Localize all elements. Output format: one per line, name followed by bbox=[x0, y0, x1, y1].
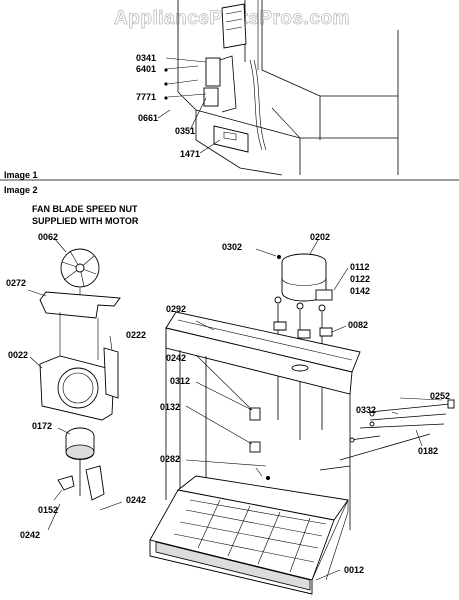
label-0272: 0272 bbox=[6, 278, 26, 288]
label-0082: 0082 bbox=[348, 320, 368, 330]
label-0012: 0012 bbox=[344, 565, 364, 575]
note-line1: FAN BLADE SPEED NUT bbox=[32, 204, 138, 214]
wire-harness-part bbox=[319, 399, 455, 471]
label-6401: 6401 bbox=[136, 64, 156, 74]
section-label-image1: Image 1 bbox=[4, 170, 38, 180]
fan-blade-part bbox=[60, 248, 100, 288]
drain-pan-part bbox=[165, 311, 361, 530]
label-0202: 0202 bbox=[310, 232, 330, 242]
label-7771: 7771 bbox=[136, 92, 156, 102]
label-0292: 0292 bbox=[166, 304, 186, 314]
fan-motor-part bbox=[65, 427, 95, 496]
label-0341: 0341 bbox=[136, 53, 156, 63]
image2-drawing bbox=[27, 237, 455, 595]
label-0242-middle: 0242 bbox=[126, 495, 146, 505]
base-pan-part bbox=[149, 475, 349, 595]
label-0182: 0182 bbox=[418, 446, 438, 456]
label-0022: 0022 bbox=[8, 350, 28, 360]
label-0222: 0222 bbox=[126, 330, 146, 340]
label-0242-upper: 0242 bbox=[166, 353, 186, 363]
label-0351: 0351 bbox=[175, 126, 195, 136]
label-0142: 0142 bbox=[350, 286, 370, 296]
label-0252: 0252 bbox=[430, 391, 450, 401]
label-0132: 0132 bbox=[160, 402, 180, 412]
label-0332: 0332 bbox=[356, 405, 376, 415]
label-0122: 0122 bbox=[350, 274, 370, 284]
label-0112: 0112 bbox=[350, 262, 370, 272]
note-line2: SUPPLIED WITH MOTOR bbox=[32, 216, 139, 226]
label-0062: 0062 bbox=[38, 232, 58, 242]
image1-drawing bbox=[157, 0, 399, 176]
section-label-image2: Image 2 bbox=[4, 185, 38, 195]
label-1471: 1471 bbox=[180, 149, 200, 159]
label-0152: 0152 bbox=[38, 505, 58, 515]
label-0282: 0282 bbox=[160, 454, 180, 464]
label-0172: 0172 bbox=[32, 421, 52, 431]
label-0661: 0661 bbox=[138, 113, 158, 123]
label-0302: 0302 bbox=[222, 242, 242, 252]
fan-shroud-part bbox=[39, 312, 119, 421]
label-0312: 0312 bbox=[170, 376, 190, 386]
label-0242-bottom: 0242 bbox=[20, 530, 40, 540]
compressor-part bbox=[274, 253, 333, 440]
